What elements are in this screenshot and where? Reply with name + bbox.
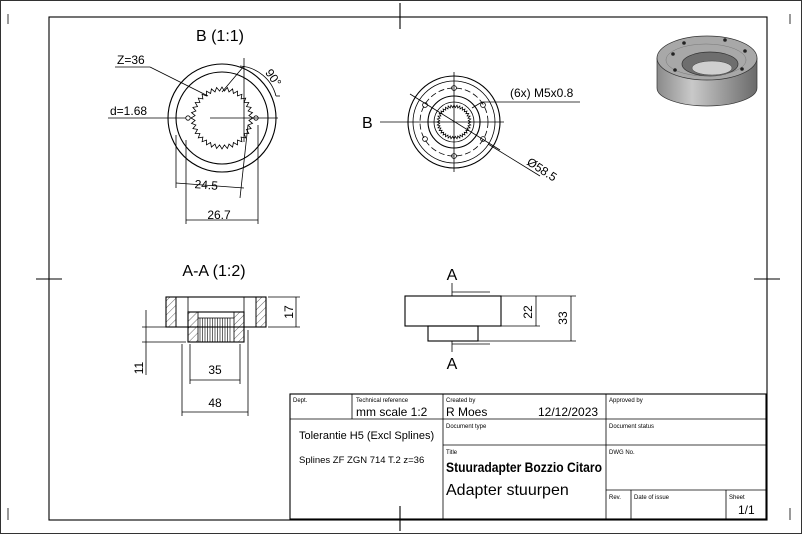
created-by-value: R Moes	[446, 405, 487, 419]
sheet-value: 1/1	[738, 503, 755, 517]
a-marker-top: A	[447, 267, 458, 284]
dim-48: 48	[208, 396, 222, 410]
drawing-frame	[48, 16, 768, 521]
thread-label: (6x) M5x0.8	[510, 86, 574, 100]
drawing-title: Stuuradapter Bozzio Citaro	[446, 459, 602, 475]
z-label: Z=36	[117, 53, 145, 67]
side-view: A A 22 33	[404, 267, 576, 373]
dim-17: 17	[282, 305, 296, 319]
d-label: d=1.68	[110, 104, 147, 118]
spline-profile-b	[190, 86, 254, 150]
tech-ref-label: Technical reference	[356, 398, 409, 404]
front-view: B (6x) M5x0.8 Ø58.5	[362, 72, 580, 184]
dim-33: 33	[556, 311, 570, 325]
tech-ref-value: mm scale 1:2	[356, 405, 428, 419]
date-value: 12/12/2023	[538, 405, 598, 419]
b-marker: B	[362, 115, 373, 132]
detail-b-view: B (1:1) 90° Z=36 d=1.68 24.5 26.7	[108, 28, 284, 224]
spline-section-lines	[199, 318, 231, 342]
section-aa-view: A-A (1:2) 17 11 35 48	[132, 263, 300, 416]
splines-note: Splines ZF ZGN 714 T.2 z=36	[299, 455, 424, 466]
dwg-no-label: DWG No.	[609, 450, 635, 456]
created-by-label: Created by	[446, 398, 475, 404]
title-label: Title	[446, 450, 458, 456]
dim-24-5: 24.5	[194, 177, 219, 193]
dim-35: 35	[208, 363, 222, 377]
approved-by-label: Approved by	[609, 398, 643, 404]
drawing-subtitle: Adapter stuurpen	[446, 482, 569, 499]
tolerance-note: Tolerantie H5 (Excl Splines)	[299, 430, 434, 442]
doc-type-label: Document type	[446, 424, 487, 430]
detail-b-title: B (1:1)	[196, 28, 244, 45]
dim-26-7: 26.7	[207, 208, 231, 222]
a-marker-bottom: A	[447, 356, 458, 373]
dim-11: 11	[132, 361, 146, 374]
dept-label: Dept.	[293, 398, 308, 404]
iso-view	[656, 35, 758, 107]
dim-22: 22	[521, 305, 535, 319]
title-block: Dept. Technical reference mm scale 1:2 C…	[289, 393, 767, 520]
rev-label: Rev.	[609, 495, 621, 501]
doc-status-label: Document status	[609, 424, 654, 430]
frame-center-marks	[7, 3, 791, 531]
sheet-label: Sheet	[729, 495, 745, 501]
date-of-issue-label: Date of issue	[634, 495, 670, 501]
section-aa-title: A-A (1:2)	[182, 263, 245, 280]
